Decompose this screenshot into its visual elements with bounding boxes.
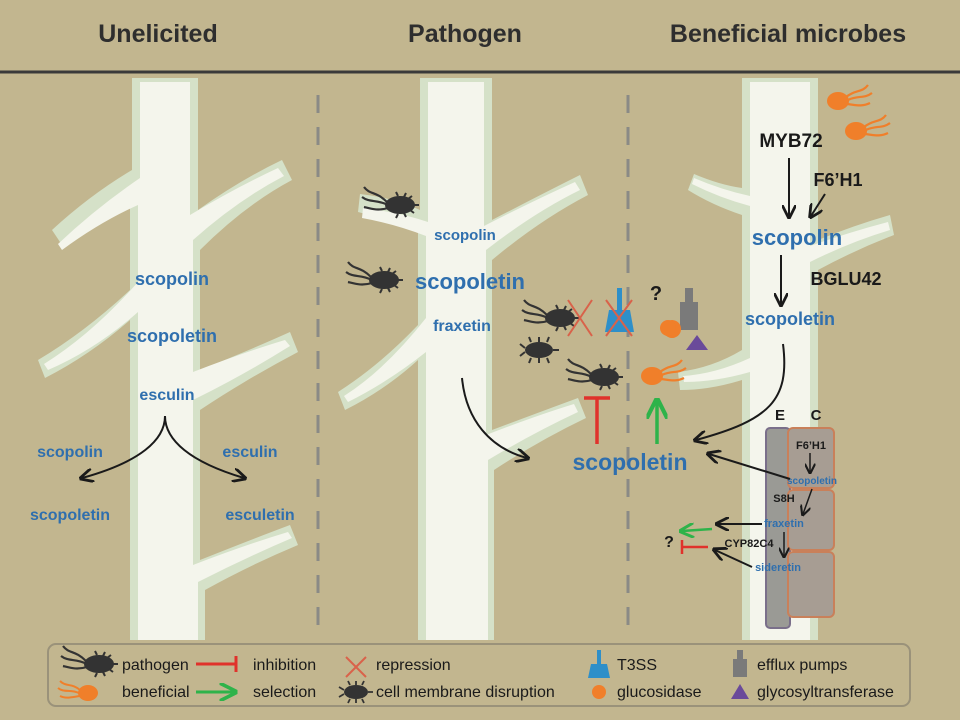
- cyp82c4-label: CYP82C4: [725, 538, 775, 550]
- inhibition-icon: [584, 396, 610, 444]
- cell-scopoletin: scopoletin: [787, 476, 837, 487]
- legend-inhibition: inhibition: [253, 657, 316, 674]
- legend-membrane-icon: [338, 680, 373, 704]
- arrow-unelicited-right: [164, 415, 244, 478]
- sideretin-inhibition: [680, 540, 708, 554]
- arrow-beneficial-to-scopoletin: [696, 343, 786, 440]
- unelicited-right-esculetin: esculetin: [225, 507, 294, 524]
- cell-c-label: C: [811, 407, 822, 424]
- legend-efflux-icon: [733, 650, 747, 677]
- arrow-s8h: [803, 488, 813, 514]
- root-cells: [765, 427, 835, 629]
- legend-membrane: cell membrane disruption: [376, 684, 555, 701]
- myb72-label: MYB72: [759, 131, 822, 152]
- pathogen-fraxetin: fraxetin: [433, 318, 491, 335]
- glucosidase-icon-2: [660, 320, 676, 336]
- header-beneficial: Beneficial microbes: [670, 20, 906, 48]
- legend-beneficial-icon: [57, 680, 98, 701]
- arrow-f6h1: [811, 193, 826, 216]
- root-unelicited: [38, 78, 298, 640]
- legend-repression: repression: [376, 657, 451, 674]
- legend-pathogen: pathogen: [122, 657, 189, 674]
- legend-box: [47, 643, 911, 707]
- glycosyltransferase-icon: [686, 335, 708, 350]
- cell-sideretin: sideretin: [755, 562, 801, 574]
- arrow-fraxetin-to-scopoletin: [461, 377, 527, 458]
- unelicited-esculin: esculin: [139, 387, 194, 404]
- legend-inhibition-icon: [196, 656, 238, 672]
- header-unelicited: Unelicited: [98, 20, 217, 48]
- bglu42-label: BGLU42: [810, 269, 881, 289]
- beneficial-question: ?: [664, 534, 674, 551]
- legend-glucosidase: glucosidase: [617, 684, 702, 701]
- unelicited-left-scopolin: scopolin: [37, 444, 103, 461]
- pathogen-center-scopoletin: scopoletin: [572, 449, 687, 475]
- pathogen-scopolin: scopolin: [434, 227, 496, 244]
- cell-fraxetin: fraxetin: [764, 518, 804, 530]
- cell-e-label: E: [775, 407, 785, 424]
- f6h1-label: F6’H1: [813, 170, 862, 190]
- arrow-cell-to-scopoletin: [709, 454, 791, 480]
- legend-t3ss: T3SS: [617, 657, 657, 674]
- cell-f6h1-label: F6’H1: [796, 440, 826, 452]
- legend-glycosyltransferase-icon: [731, 684, 749, 699]
- pathogen-scopoletin: scopoletin: [415, 269, 525, 294]
- legend-beneficial: beneficial: [122, 684, 190, 701]
- arrow-sideretin-out: [715, 550, 753, 568]
- unelicited-left-scopoletin: scopoletin: [30, 507, 110, 524]
- legend-glycosyltransferase: glycosyltransferase: [757, 684, 894, 701]
- beneficial-scopolin: scopolin: [752, 225, 842, 250]
- root-beneficial: [678, 78, 894, 640]
- legend-repression-icon: [345, 656, 367, 678]
- legend-selection: selection: [253, 684, 316, 701]
- header-pathogen: Pathogen: [408, 20, 522, 48]
- pathogen-question: ?: [650, 283, 662, 305]
- t3ss-icon: [605, 288, 634, 337]
- root-pathogen: [338, 78, 588, 640]
- legend-glucosidase-icon: [592, 685, 606, 699]
- legend-efflux: efflux pumps: [757, 657, 847, 674]
- s8h-label: S8H: [773, 493, 794, 505]
- membrane-disruption-icon: [519, 336, 559, 364]
- fraxetin-selection-arrow: [682, 529, 713, 531]
- beneficial-scopoletin: scopoletin: [745, 309, 835, 329]
- efflux-pump-icon: [680, 288, 698, 330]
- pathogen-repressed-bug: [520, 298, 593, 337]
- unelicited-scopolin: scopolin: [135, 269, 209, 289]
- background-top: [0, 0, 960, 72]
- legend-t3ss-icon: [588, 650, 610, 678]
- unelicited-right-esculin: esculin: [222, 444, 277, 461]
- unelicited-scopoletin: scopoletin: [127, 326, 217, 346]
- arrow-unelicited-left: [82, 415, 166, 478]
